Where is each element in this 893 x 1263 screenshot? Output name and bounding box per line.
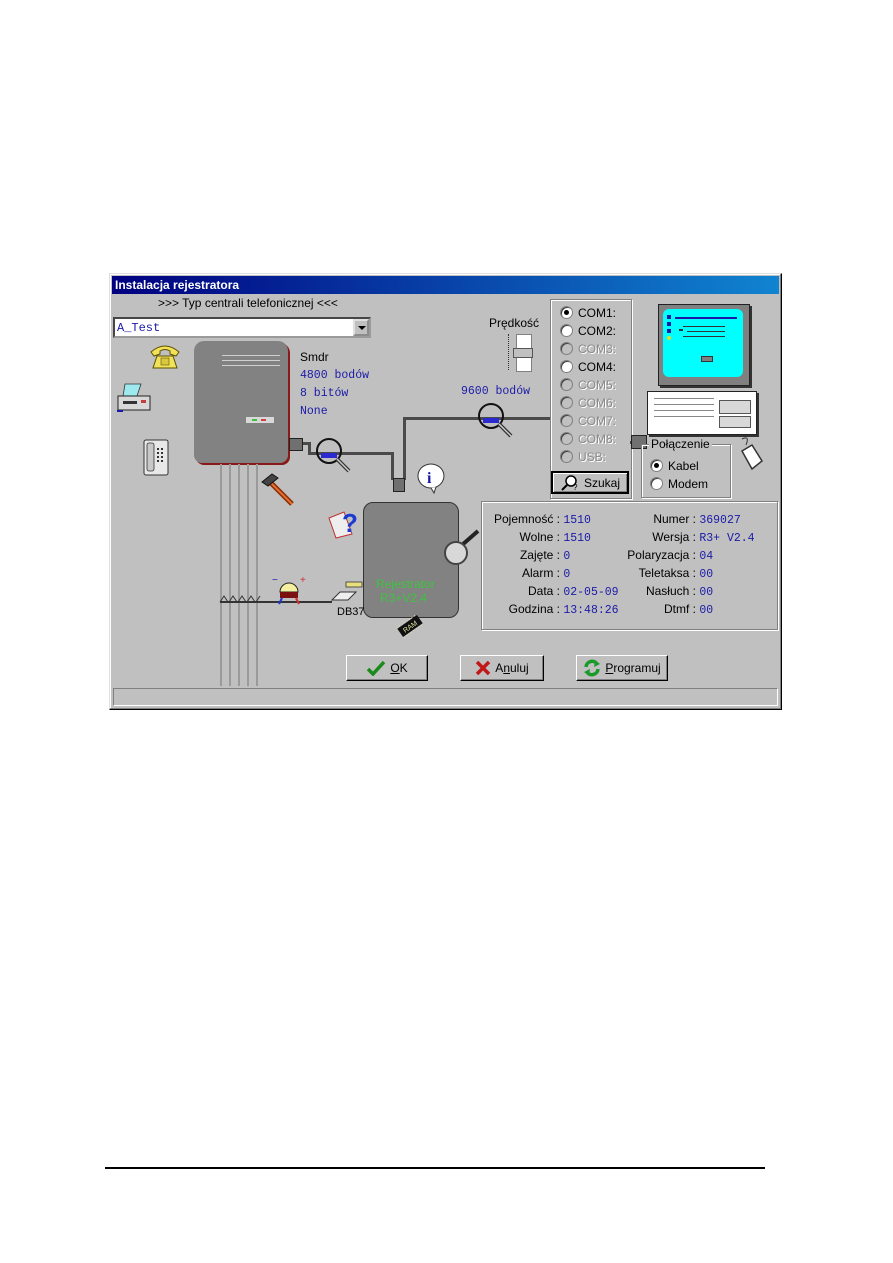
radio-icon [560, 396, 573, 409]
pbx-protocol: Smdr [300, 350, 329, 364]
telephone-icon [150, 345, 180, 369]
recorder-inspect-icon[interactable] [442, 529, 482, 569]
line-taps [219, 595, 261, 603]
port-com3: COM3: [560, 342, 616, 358]
title-bar: Instalacja rejestratora [112, 276, 779, 294]
checkmark-icon [367, 660, 386, 676]
dropdown-arrow-icon[interactable] [353, 319, 369, 336]
hammer-icon[interactable] [260, 472, 298, 510]
port-com5: COM5: [560, 378, 616, 394]
pc-case [647, 391, 757, 435]
help-icon[interactable]: ? [326, 504, 364, 542]
radio-icon [560, 450, 573, 463]
pbx-device [194, 341, 288, 463]
info-free: Wolne : 1510 [519, 530, 591, 545]
port-com2[interactable]: COM2: [560, 324, 616, 340]
search-button[interactable]: ? Szukaj [551, 471, 629, 494]
radio-icon[interactable] [560, 360, 573, 373]
recorder-info-panel [481, 501, 778, 630]
connection-group-label: Połączenie [649, 437, 712, 451]
radio-icon [560, 414, 573, 427]
port-group [550, 299, 632, 499]
port-com4[interactable]: COM4: [560, 360, 616, 376]
pbx-parity: None [300, 405, 328, 418]
pbx-bits: 8 bitów [300, 387, 349, 400]
pbx-line-monitor-icon[interactable] [315, 437, 355, 475]
recorder-serial-connector [393, 478, 405, 492]
pbx-led-panel [246, 417, 274, 423]
refresh-icon [584, 659, 601, 677]
connection-cable[interactable]: Kabel [650, 459, 699, 475]
svg-text:?: ? [342, 508, 358, 538]
pbx-baud: 4800 bodów [300, 369, 370, 382]
mouse-icon [740, 437, 763, 471]
ram-chip-icon: RAM [396, 613, 424, 639]
info-dtmf: Dtmf : 00 [664, 602, 714, 617]
info-teletax: Teletaksa : 00 [638, 566, 714, 581]
pc-line-monitor-icon[interactable] [477, 402, 517, 440]
exchange-type-select[interactable]: A_Test [113, 317, 371, 338]
port-com1[interactable]: COM1: [560, 306, 616, 322]
port-com6: COM6: [560, 396, 616, 412]
radio-selected-icon[interactable] [560, 306, 573, 319]
db37-connector-icon [330, 581, 363, 601]
radio-icon[interactable] [650, 477, 663, 490]
ok-button[interactable]: OK [346, 655, 428, 681]
svg-text:+: + [300, 575, 306, 586]
installer-dialog: Instalacja rejestratora >>> Typ centrali… [109, 273, 782, 710]
recorder-version: R3+V2.4 [380, 591, 428, 605]
info-time: Godzina : 13:48:26 [508, 602, 619, 617]
exchange-type-value: A_Test [117, 321, 161, 335]
program-button[interactable]: Programuj [576, 655, 668, 681]
page-footer-rule [105, 1167, 765, 1169]
monitor-screen [663, 309, 743, 377]
port-usb: USB: [560, 450, 606, 466]
port-com7: COM7: [560, 414, 616, 430]
status-bar [113, 688, 778, 706]
svg-text:?: ? [573, 483, 578, 491]
pbx-serial-connector [289, 438, 303, 451]
info-used: Zajęte : 0 [519, 548, 571, 563]
fax-icon [117, 383, 151, 412]
info-polarization: Polaryzacja : 04 [627, 548, 714, 563]
speed-slider-thumb[interactable] [513, 348, 533, 358]
db37-label: DB37 [337, 606, 365, 618]
speed-slider[interactable] [513, 334, 533, 372]
pc-serial-connector [631, 435, 647, 449]
recorder-name: Rejestrator [376, 577, 435, 591]
pc-monitor [658, 304, 750, 386]
radio-icon [560, 432, 573, 445]
cancel-button[interactable]: Anuluj [460, 655, 544, 681]
info-version: Wersja : R3+ V2.4 [652, 530, 755, 545]
exchange-type-label: >>> Typ centrali telefonicznej <<< [158, 296, 338, 310]
info-number: Numer : 369027 [653, 512, 741, 527]
speed-value: 9600 bodów [461, 385, 531, 398]
info-capacity: Pojemność : 1510 [493, 512, 591, 527]
recorder-device[interactable]: Rejestrator R3+V2.4 [363, 502, 459, 618]
wall-phone-icon [143, 439, 169, 476]
info-date: Data : 02-05-09 [527, 584, 619, 599]
info-monitoring: Nasłuch : 00 [645, 584, 714, 599]
connection-modem[interactable]: Modem [650, 477, 708, 493]
search-icon: ? [561, 474, 578, 491]
info-icon[interactable]: i [415, 462, 447, 494]
speed-ticks [508, 334, 515, 370]
svg-text:−: − [272, 575, 278, 586]
radio-icon [560, 378, 573, 391]
radio-icon [560, 342, 573, 355]
svg-text:i: i [427, 470, 432, 487]
speed-label: Prędkość [489, 316, 540, 330]
cancel-x-icon [476, 660, 491, 676]
radio-icon[interactable] [560, 324, 573, 337]
radio-selected-icon[interactable] [650, 459, 663, 472]
port-com8: COM8: [560, 432, 616, 448]
voltmeter-icon: − + [272, 575, 306, 605]
info-alarm: Alarm : 0 [521, 566, 571, 581]
